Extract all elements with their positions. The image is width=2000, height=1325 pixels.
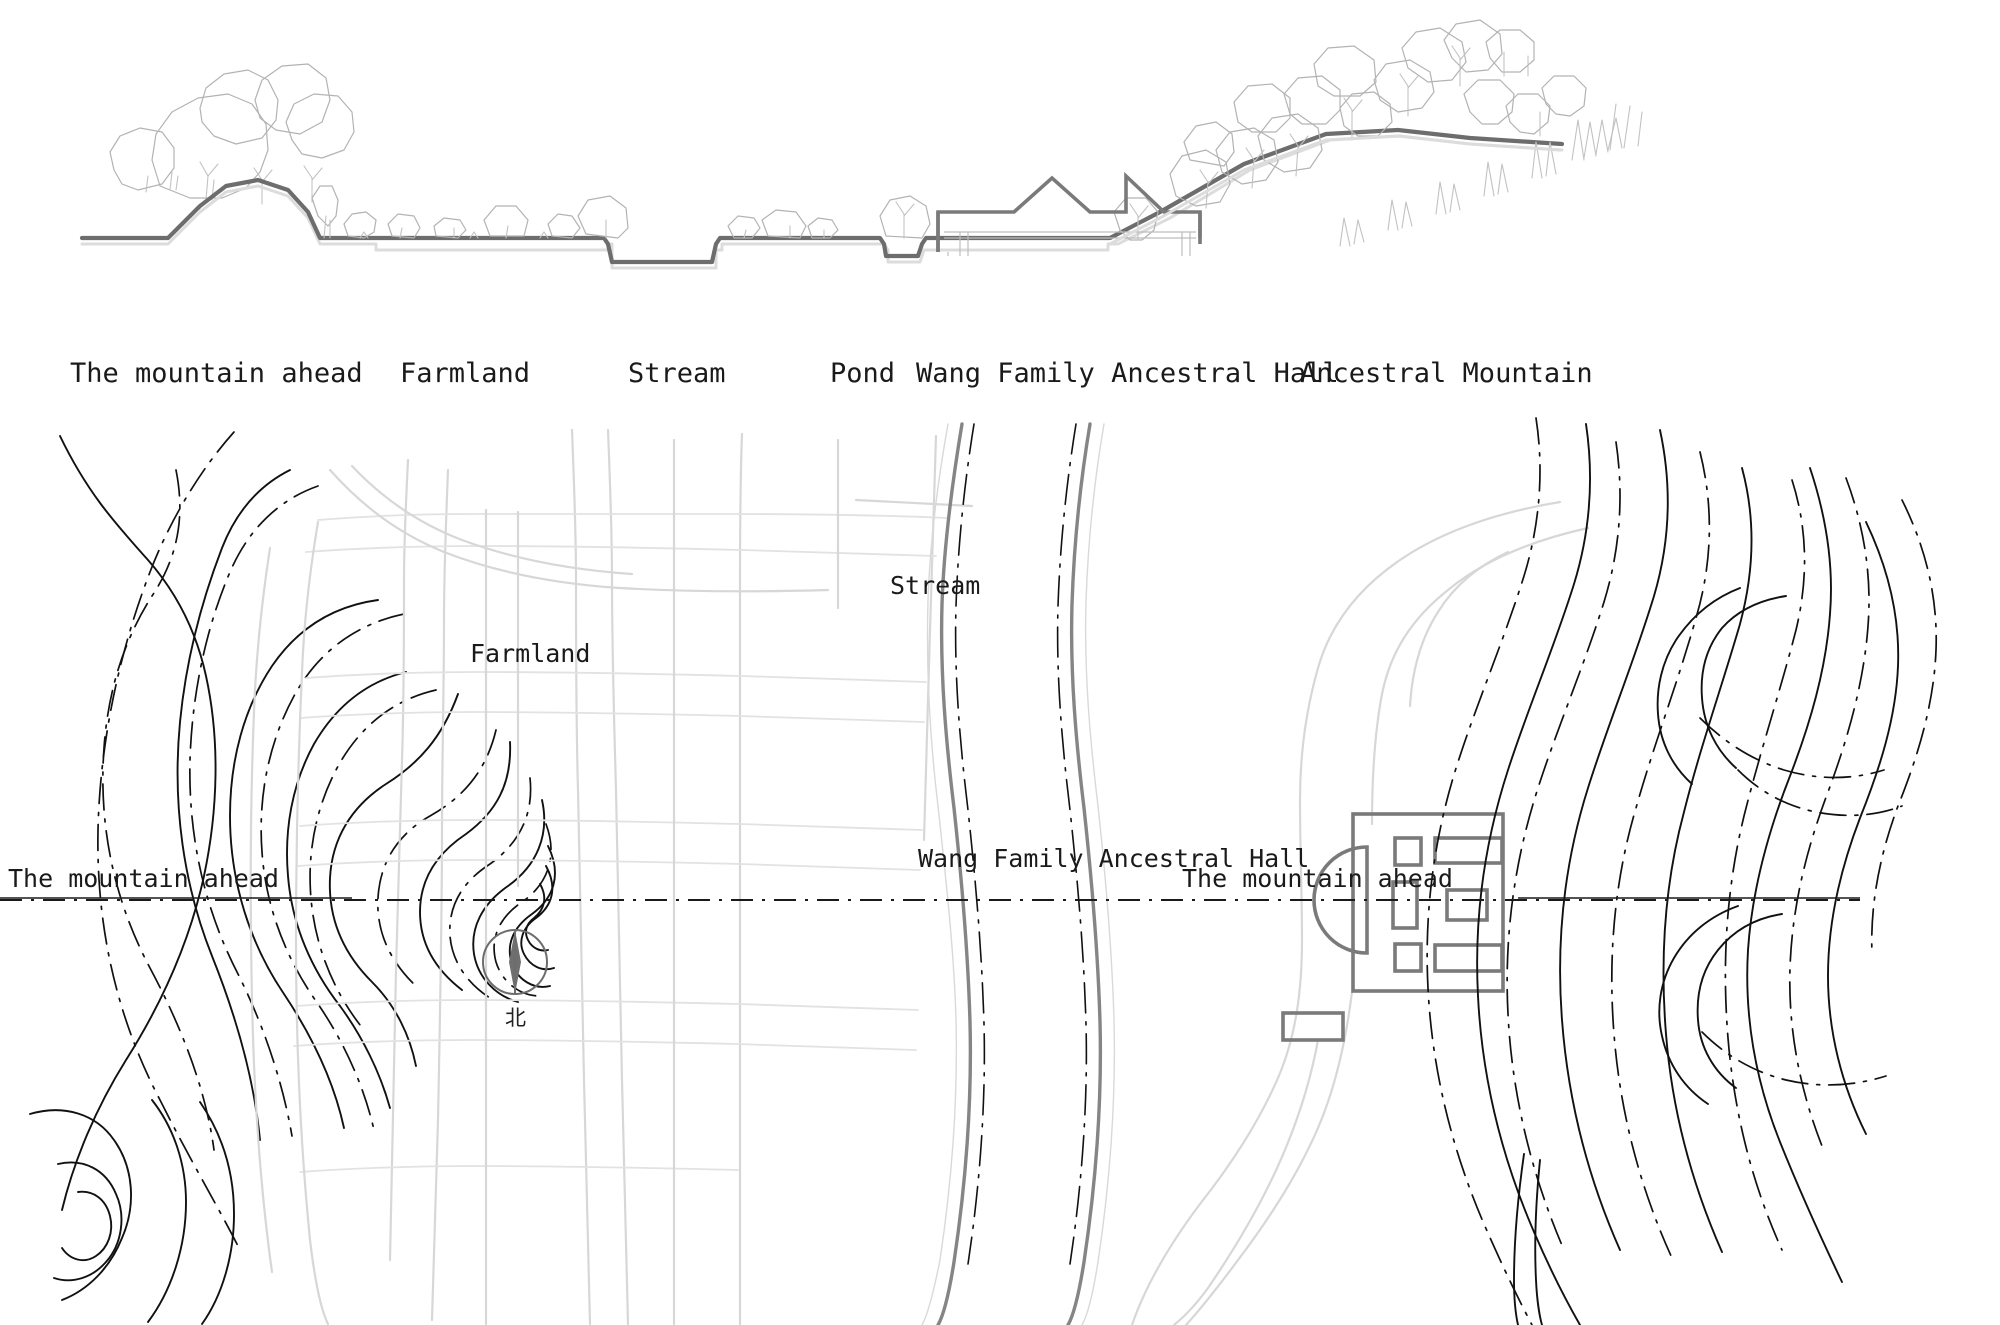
section-vegetation-left-hill bbox=[109, 63, 355, 205]
hall-pond[interactable] bbox=[1312, 845, 1369, 955]
plan-label-mountain-ahead-left: The mountain ahead bbox=[8, 864, 279, 893]
hall-outbuilding[interactable] bbox=[1281, 1011, 1345, 1042]
plan-label-ancestral-hall: Wang Family Ancestral Hall bbox=[918, 844, 1310, 873]
plan-farmland-fields bbox=[249, 428, 974, 1325]
section-label-ancestral-hall: Wang Family Ancestral Hall bbox=[916, 358, 1339, 389]
plan-label-stream: Stream bbox=[890, 571, 981, 600]
plan-group bbox=[0, 417, 1938, 1325]
hall-courtyard-4[interactable] bbox=[1445, 888, 1489, 922]
plan-north-arrow bbox=[482, 929, 548, 995]
north-arrow-character: 北 bbox=[505, 1006, 526, 1030]
plan-label-mountain-ahead-right: The mountain ahead bbox=[1182, 864, 1453, 893]
plan-paths-hall bbox=[1130, 500, 1590, 1325]
section-label-pond: Pond bbox=[830, 358, 896, 389]
section-label-stream: Stream bbox=[628, 358, 726, 389]
section-label-farmland: Farmland bbox=[400, 358, 531, 389]
section-group bbox=[79, 19, 1643, 270]
plan-ancestral-hall[interactable] bbox=[1281, 812, 1505, 1042]
hall-courtyard-6[interactable] bbox=[1433, 943, 1504, 973]
section-vegetation-hall bbox=[879, 195, 1159, 241]
plan-contours-right bbox=[1426, 417, 1938, 1325]
section-label-mountain-ahead: The mountain ahead bbox=[70, 358, 363, 389]
section-vegetation-stream bbox=[727, 209, 839, 239]
section-vegetation-mountain bbox=[1169, 19, 1643, 247]
hall-courtyard-1[interactable] bbox=[1393, 836, 1423, 867]
hall-courtyard-5[interactable] bbox=[1393, 942, 1423, 973]
hall-courtyard-2[interactable] bbox=[1433, 836, 1504, 865]
plan-stream bbox=[921, 422, 1116, 1325]
section-ancestral-hall bbox=[936, 171, 1202, 256]
plan-label-farmland: Farmland bbox=[470, 639, 591, 668]
section-label-ancestral-mountain: Ancestral Mountain bbox=[1300, 358, 1593, 389]
hall-courtyard-3[interactable] bbox=[1391, 880, 1419, 930]
section-terrain-profile bbox=[79, 127, 1565, 270]
section-slope-shadow bbox=[1108, 134, 1564, 246]
section-vegetation-farmland bbox=[311, 185, 629, 239]
